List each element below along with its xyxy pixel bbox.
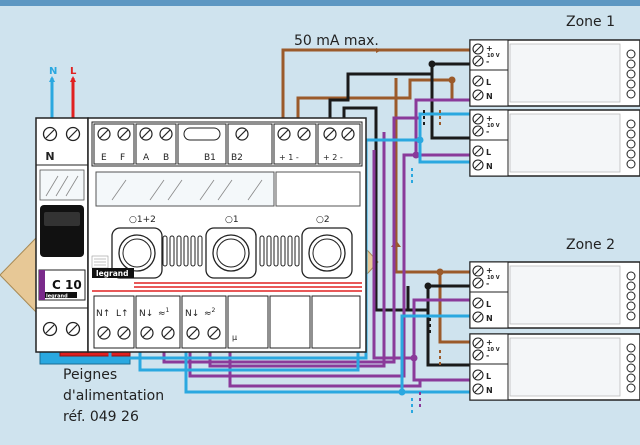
phase-wire-label: L: [70, 66, 77, 77]
purple-phase-wire-zone1: [188, 153, 470, 378]
channel-label-1-2: ○1+2: [129, 215, 156, 225]
black-control-wire-zone2: [342, 106, 408, 312]
blank-module-slot-1: [269, 295, 311, 349]
terminal-f: F: [120, 153, 125, 163]
svg-text:+: +: [486, 266, 493, 275]
knob-channel-1-2[interactable]: [111, 227, 163, 279]
terminal-block-b2: B2: [227, 123, 273, 165]
svg-text:L: L: [486, 300, 491, 309]
phase-arrow: [70, 76, 76, 82]
brown-control-wire-zone1-a: [281, 48, 470, 120]
svg-text:10 V: 10 V: [487, 123, 500, 129]
terminal-block-ef: E F: [93, 123, 135, 165]
svg-text:L: L: [486, 78, 491, 87]
terminal-block-n-out2: N↓ ≈2: [181, 295, 227, 349]
terminal-e: E: [101, 153, 107, 163]
channel-label-2: ○2: [316, 215, 330, 225]
terminal-bottom-n1: N↑: [96, 309, 110, 319]
terminal-block-micro: µ: [227, 295, 269, 349]
terminal-block-output-1: + 1 -: [273, 123, 317, 165]
breaker-neutral-mark: N: [45, 150, 54, 163]
svg-text:+: +: [486, 44, 493, 53]
controller-brand: legrand: [96, 269, 129, 278]
terminal-bottom-out2: ≈2: [204, 307, 216, 319]
svg-text:N: N: [486, 386, 493, 395]
supply-comb-note-line1: Peignes: [63, 367, 117, 383]
vent-slots: [162, 235, 300, 267]
channel-label-1: ○1: [225, 215, 239, 225]
svg-text:-: -: [486, 279, 489, 288]
lighting-controller: E F A B B1 B2 + 1 -: [87, 117, 367, 353]
terminal-block-nl: N↑ L↑: [93, 295, 135, 349]
svg-text:N: N: [486, 92, 493, 101]
knob-channel-2[interactable]: [301, 227, 353, 279]
terminal-bottom-l: L↑: [116, 309, 129, 319]
svg-text:+: +: [486, 338, 493, 347]
svg-text:-: -: [486, 127, 489, 136]
svg-text:-: -: [486, 57, 489, 66]
terminal-bottom-n2: N↓: [139, 309, 153, 319]
svg-text:-: -: [486, 351, 489, 360]
breaker-rating-label: C 10: [52, 278, 82, 292]
driver-zone1-b: + 10 V - L N: [469, 109, 640, 177]
brown-control-wire-zone2-a: [394, 78, 440, 274]
svg-text:10 V: 10 V: [487, 347, 500, 353]
terminal-b: B: [163, 153, 169, 163]
zone-2-label: Zone 2: [566, 237, 615, 253]
neutral-arrow: [49, 76, 55, 82]
breaker-brand: legrand: [46, 294, 68, 300]
svg-text:10 V: 10 V: [487, 275, 500, 281]
svg-text:10 V: 10 V: [487, 53, 500, 59]
svg-text:N: N: [486, 162, 493, 171]
driver-zone2-b: + 10 V - L N: [469, 333, 640, 401]
svg-text:L: L: [486, 372, 491, 381]
circuit-breaker: N C 10 legrand: [35, 117, 89, 353]
purple-phase-wire-zone2: [372, 150, 470, 360]
black-control-wire-zone1: [328, 62, 470, 120]
supply-comb-note-line3: réf. 049 26: [63, 409, 139, 425]
terminal-block-output-2: + 2 -: [317, 123, 361, 165]
driver-zone2-a: + 10 V - L N: [469, 261, 640, 329]
terminal-b2: B2: [231, 153, 243, 163]
terminal-bottom-out1: ≈1: [158, 307, 170, 319]
blank-module-slot-2: [311, 295, 361, 349]
terminal-bottom-micro: µ: [232, 333, 237, 342]
wiring-diagram-svg: Zone 1 Zone 2 50 mA max. Peignes d'alime…: [0, 14, 640, 425]
terminal-block-n-out1: N↓ ≈1: [135, 295, 181, 349]
neutral-wire-label: N: [49, 66, 57, 77]
svg-text:+: +: [486, 114, 493, 123]
driver-zone1-a: + 10 V - L N: [469, 39, 640, 107]
terminal-output-2: + 2 -: [323, 153, 343, 162]
zone-1-label: Zone 1: [566, 14, 615, 30]
terminal-block-b1: B1: [177, 123, 227, 165]
current-limit-note: 50 mA max.: [294, 33, 379, 49]
din-rail-left-end: [0, 236, 37, 314]
supply-comb-note-line2: d'alimentation: [63, 388, 164, 404]
knob-channel-1[interactable]: [205, 227, 257, 279]
svg-text:L: L: [486, 148, 491, 157]
svg-text:N: N: [486, 314, 493, 323]
brown-control-wire-zone2-b: [438, 272, 470, 344]
terminal-block-ab: A B: [135, 123, 177, 165]
terminal-output-1: + 1 -: [279, 153, 299, 162]
terminal-b1: B1: [204, 153, 216, 163]
terminal-a: A: [143, 153, 150, 163]
terminal-bottom-n3: N↓: [185, 309, 199, 319]
